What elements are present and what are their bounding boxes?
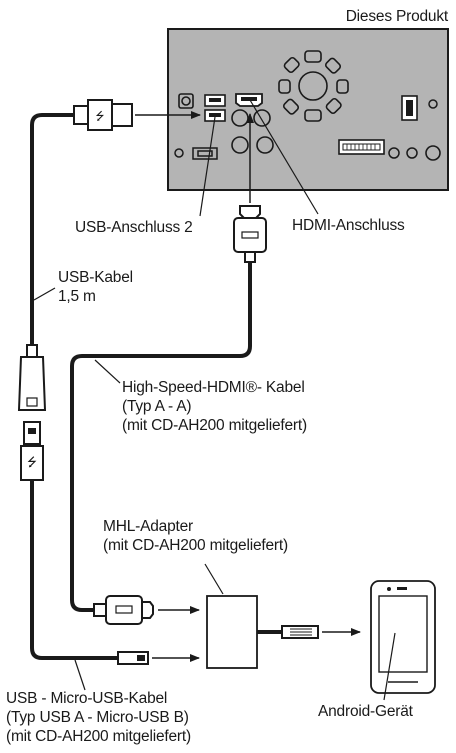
android-leader-line — [383, 632, 396, 701]
micro-usb-cable-label-line3: (mit CD-AH200 mitgeliefert) — [6, 728, 191, 745]
mhl-adapter-label-line1: MHL-Adapter — [103, 518, 193, 535]
round-jack-icon — [178, 93, 194, 109]
hdmi-port-label: HDMI-Anschluss — [292, 217, 405, 234]
usb-cable-wire — [30, 113, 74, 345]
small-jack-icon — [174, 148, 184, 158]
svg-text:⭍: ⭍ — [95, 110, 104, 123]
android-device-icon — [370, 580, 436, 694]
small-jack-icon — [428, 99, 438, 109]
small-jack-icon — [425, 145, 441, 161]
antenna-connector-icon — [192, 147, 218, 160]
hdmi-cable-label-line2: (Typ A - A) — [122, 398, 192, 415]
multi-pin-connector-icon — [401, 95, 418, 121]
round-connector-icon — [231, 136, 249, 154]
head-unit — [167, 28, 449, 191]
usb-port-label: USB-Anschluss 2 — [75, 219, 193, 236]
hdmi-plug-bottom-icon — [93, 595, 154, 625]
hdmi-cable-wire — [70, 262, 252, 612]
usb-port-leader-line — [199, 116, 216, 217]
hdmi-cable-label: High-Speed-HDMI®- Kabel (Typ A - A) (mit… — [122, 378, 307, 435]
usb-cable-label: USB-Kabel 1,5 m — [58, 268, 133, 306]
micro-usb-cable-wire — [30, 480, 118, 660]
micro-usb-cable-label: USB - Micro-USB-Kabel (Typ USB A - Micro… — [6, 689, 191, 746]
micro-usb-plug-phone-icon — [281, 625, 319, 639]
usb-port-1-icon — [204, 94, 226, 107]
mhl-adapter-label: MHL-Adapter (mit CD-AH200 mitgeliefert) — [103, 517, 288, 555]
hdmi-port-icon — [235, 93, 263, 107]
usb-cable-leader-line — [33, 287, 56, 301]
hdmi-port-leader-line — [249, 99, 319, 215]
mhl-adapter-leader-line — [204, 563, 224, 595]
hdmi-cable-leader-line — [94, 359, 121, 384]
fan-icon — [278, 50, 349, 122]
wiring-harness-connector-icon — [338, 139, 385, 155]
micro-usb-cable-label-line1: USB - Micro-USB-Kabel — [6, 690, 168, 707]
small-jack-icon — [388, 147, 400, 159]
micro-usb-cable-leader-line — [74, 659, 86, 691]
usb-cable: ⭍ ⭍ — [17, 99, 201, 665]
android-device-label: Android-Gerät — [318, 703, 413, 720]
hdmi-plug-top-icon — [233, 205, 267, 263]
small-jack-icon — [406, 147, 418, 159]
product-label: Dieses Produkt — [345, 8, 449, 25]
round-connector-icon — [256, 136, 274, 154]
usb-cable-label-line1: USB-Kabel — [58, 269, 133, 286]
usb-a-plug-icon: ⭍ — [20, 421, 44, 481]
usb-cable-label-line2: 1,5 m — [58, 288, 96, 305]
mhl-adapter-box — [206, 595, 258, 669]
hdmi-cable-label-line1: High-Speed-HDMI®- Kabel — [122, 379, 305, 396]
svg-text:⭍: ⭍ — [27, 455, 37, 469]
round-connector-icon — [253, 109, 271, 127]
micro-usb-cable-label-line2: (Typ USB A - Micro-USB B) — [6, 709, 189, 726]
hdmi-cable-label-line3: (mit CD-AH200 mitgeliefert) — [122, 417, 307, 434]
usb-socket-end-icon — [17, 344, 47, 411]
usb-a-plug-top-icon: ⭍ — [73, 99, 133, 131]
hdmi-cable — [70, 113, 267, 625]
round-connector-icon — [231, 109, 249, 127]
micro-usb-plug-icon — [117, 651, 149, 665]
mhl-adapter-label-line2: (mit CD-AH200 mitgeliefert) — [103, 537, 288, 554]
